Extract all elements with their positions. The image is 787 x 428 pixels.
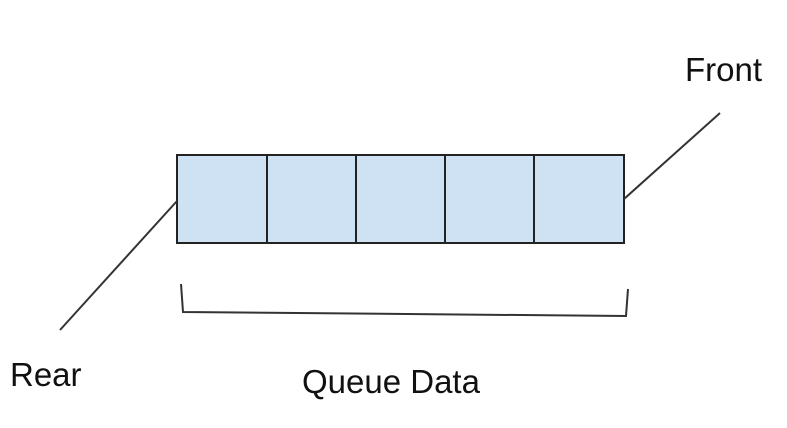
queue-cell (355, 154, 446, 244)
queue-cells (176, 154, 625, 244)
rear-connector-line (59, 200, 178, 331)
front-label: Front (685, 51, 762, 88)
queue-cell (444, 154, 535, 244)
queue-data-bracket (180, 283, 629, 318)
queue-cell (266, 154, 357, 244)
rear-label: Rear (10, 356, 82, 393)
front-connector-line (623, 112, 721, 200)
queue-data-label: Queue Data (302, 363, 481, 400)
queue-cell (176, 154, 268, 244)
queue-cell (533, 154, 625, 244)
